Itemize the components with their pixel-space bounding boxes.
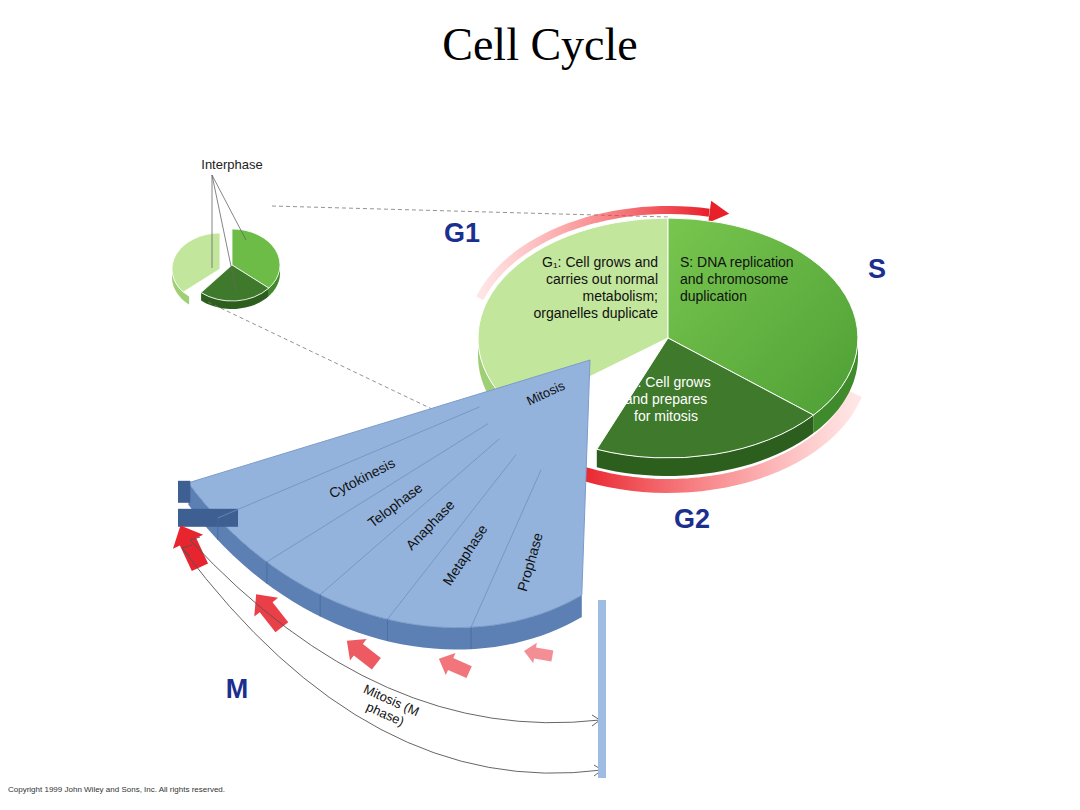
region-label: Interphase [201,158,262,173]
mitosis-wedge [165,360,590,683]
phase-sector: G₁: Cell grows and carries out normal me… [521,254,658,322]
leader-line [212,175,213,268]
mitosis-arrow [339,630,385,674]
mitosis-arrow [434,648,474,683]
phase-sector: G₂: Cell grows and prepares for mitosis [619,374,713,425]
mitosis-arrow [165,518,215,574]
wedge-end [178,509,238,527]
phase-divider [320,595,321,617]
phase-divider [388,455,517,620]
phase-text: S: DNA replication and chromosome duplic… [680,254,798,305]
arc-label: Mitosis (M phase) [343,676,433,739]
phase-divider [267,424,488,562]
wedge-top [188,360,590,628]
phase-divider [217,518,218,540]
phase-divider [387,619,388,641]
phase-divider [320,439,499,595]
mitosis-arrow [244,585,293,636]
phase-label: M [226,674,249,705]
phase-divider [266,562,267,584]
g1-arrowhead [708,201,729,223]
phase-text: G₂: Cell grows and prepares for mitosis [619,374,713,425]
phase-label: G1 [444,218,480,249]
zoom-line [208,302,455,420]
title: Cell Cycle [0,18,1080,71]
phase-label: G2 [674,504,710,535]
wedge-end [178,481,190,503]
m-phase-arc [182,548,602,773]
mitosis-arrow [522,641,554,666]
phase-divider [471,627,472,649]
copyright-note: Copyright 1999 John Wiley and Sons, Inc.… [8,785,225,794]
leader-line [212,175,236,290]
g2-arrow [577,394,856,486]
m-phase-strip [598,600,606,778]
g2-sector [597,338,814,458]
arrowhead [190,537,200,548]
phase-text: G₁: Cell grows and carries out normal me… [521,254,658,322]
leader-line [212,175,246,240]
phase-sector: S: DNA replication and chromosome duplic… [680,254,798,305]
phase-label: S [868,254,886,285]
arrowhead [182,545,192,556]
